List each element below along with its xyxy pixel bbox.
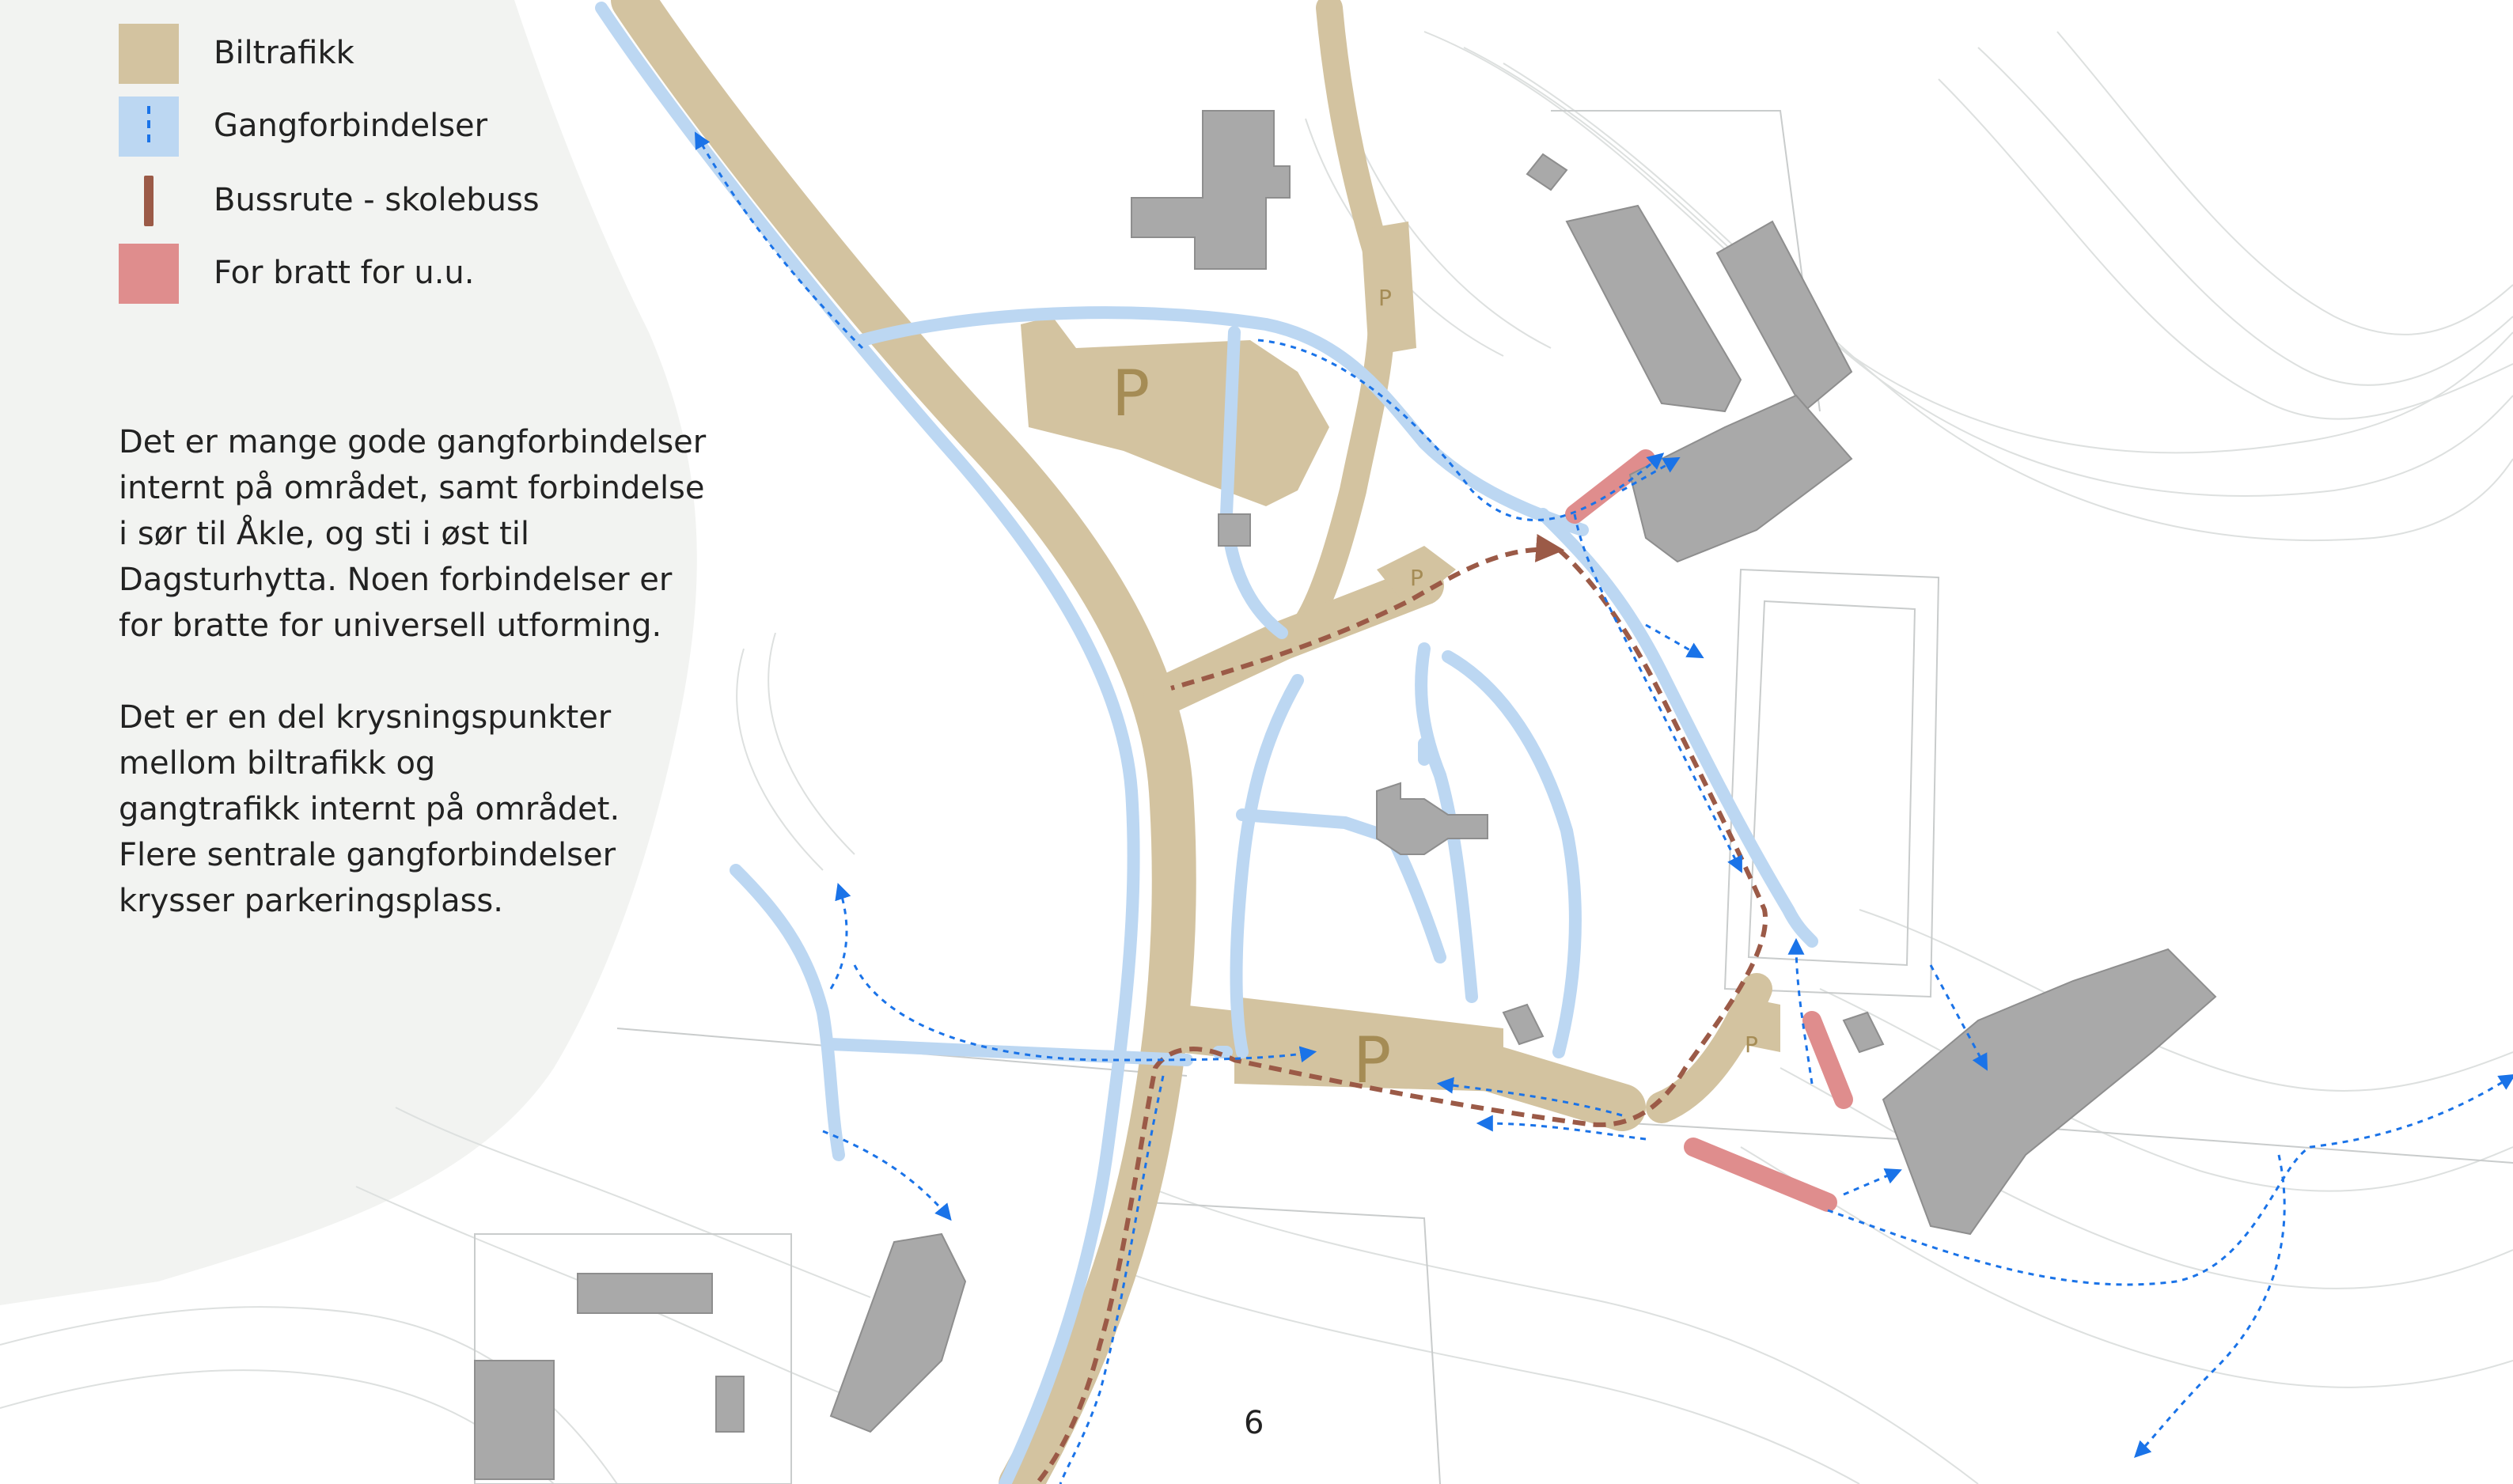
bus-route — [1034, 549, 1768, 1484]
parking-ne — [1361, 221, 1416, 356]
building — [829, 1232, 967, 1433]
hillside-area — [0, 0, 697, 1305]
walkway-swatch — [119, 97, 179, 157]
parking-symbol: P — [1378, 285, 1392, 311]
walk-arrow — [1573, 513, 1742, 873]
parking-center — [1377, 546, 1456, 609]
page-number: 6 — [1244, 1405, 1264, 1441]
walk-arrow — [1787, 937, 1814, 1085]
walk-arrow — [1827, 1073, 2513, 1286]
too-steep-swatch — [119, 244, 179, 304]
walking-directions — [694, 131, 2513, 1484]
building — [1131, 110, 1291, 270]
building — [715, 1376, 745, 1433]
legend-item-bus-route: Bussrute - skolebuss — [119, 171, 673, 231]
parking-symbol: P — [1112, 357, 1150, 430]
building — [1376, 782, 1488, 855]
legend-item-car-traffic: Biltrafikk — [119, 24, 673, 84]
legend-item-too-steep: For bratt for u.u. — [119, 244, 673, 304]
walk-arrow — [1059, 1075, 1165, 1484]
buildings — [474, 110, 2217, 1480]
legend-label: Gangforbindelser — [214, 108, 488, 144]
parking-south — [1234, 997, 1503, 1092]
building — [1842, 1011, 1885, 1054]
steep-section-north — [1565, 449, 1655, 524]
walk-arrow — [1929, 964, 1988, 1071]
base-map-lines — [474, 110, 2513, 1484]
parking-symbol: P — [1410, 565, 1423, 591]
walk-arrow — [822, 1130, 952, 1221]
walk-arrow — [1436, 1077, 1623, 1117]
car-traffic-swatch — [119, 24, 179, 84]
steep-section-east — [1802, 1011, 1853, 1109]
legend-label: Biltrafikk — [214, 35, 354, 71]
bus-route-line-icon — [144, 176, 154, 226]
parking-symbol: P — [1745, 1032, 1758, 1058]
steep-section-south — [1684, 1138, 1837, 1212]
building — [1502, 1003, 1545, 1046]
legend-label: For bratt for u.u. — [214, 255, 475, 291]
walk-arrow — [2134, 1154, 2286, 1458]
building — [1526, 153, 1568, 191]
parking-north — [1021, 316, 1329, 506]
description-paragraph-1: Det er mange gode gangforbindelser inter… — [119, 424, 707, 644]
walk-arrow — [1257, 339, 1665, 521]
steep-sections — [1565, 449, 1853, 1212]
walk-arrow — [1843, 1168, 1902, 1196]
building — [1565, 204, 1742, 413]
legend-label: Bussrute - skolebuss — [214, 182, 540, 218]
legend-item-walkways: Gangforbindelser — [119, 97, 673, 157]
bus-route-swatch — [119, 171, 179, 231]
building — [1628, 394, 1853, 563]
walk-arrow — [829, 883, 851, 990]
building — [1882, 948, 2217, 1236]
parking-areas — [1021, 221, 1780, 1092]
building — [577, 1273, 713, 1314]
parking-east — [1741, 997, 1780, 1052]
walk-arrow — [1476, 1115, 1647, 1141]
building — [1218, 513, 1251, 547]
building — [474, 1360, 555, 1480]
description-paragraph-2: Det er en del krysningspunkter mellom bi… — [119, 699, 620, 919]
walkway-dash-icon — [147, 106, 150, 147]
building — [1715, 220, 1853, 413]
